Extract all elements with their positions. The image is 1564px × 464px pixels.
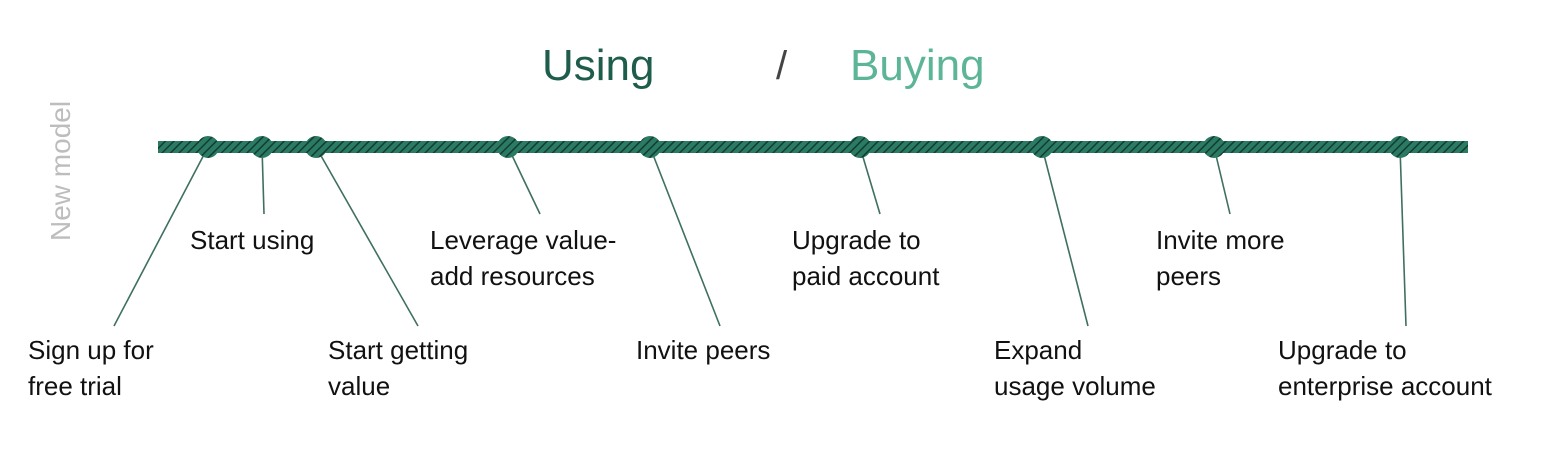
connector-upgrade-enterprise [1399, 146, 1407, 327]
node-upgrade-enterprise [1389, 136, 1411, 158]
node-leverage-resources [497, 136, 519, 158]
node-start-using [251, 136, 273, 158]
label-invite-more-peers: Invite more peers [1156, 225, 1285, 291]
connector-upgrade-paid [859, 146, 881, 215]
node-start-getting-value [305, 136, 327, 158]
connector-leverage-resources [507, 146, 541, 215]
node-upgrade-paid [849, 136, 871, 158]
connector-invite-peers [649, 146, 721, 327]
node-expand-usage [1031, 136, 1053, 158]
title-using: Using [542, 41, 655, 90]
label-start-using: Start using [190, 225, 315, 255]
label-sign-up: Sign up for free trial [28, 335, 154, 401]
label-expand-usage: Expand usage volume [994, 335, 1156, 401]
connector-sign-up [113, 146, 209, 327]
label-upgrade-enterprise: Upgrade to enterprise account [1278, 335, 1492, 401]
label-start-getting-value: Start getting value [328, 335, 469, 401]
title-buying: Buying [850, 41, 985, 90]
label-leverage-resources: Leverage value- add resources [430, 225, 617, 291]
label-invite-peers: Invite peers [636, 335, 771, 365]
connector-expand-usage [1041, 146, 1089, 327]
connector-start-using [261, 146, 265, 215]
connector-invite-more-peers [1213, 146, 1231, 215]
connector-start-getting-value [315, 146, 419, 327]
node-invite-more-peers [1203, 136, 1225, 158]
title-separator: / [776, 44, 788, 88]
timeline-bar [158, 141, 1468, 153]
node-sign-up [197, 136, 219, 158]
node-invite-peers [639, 136, 661, 158]
label-upgrade-paid: Upgrade to paid account [792, 225, 940, 291]
